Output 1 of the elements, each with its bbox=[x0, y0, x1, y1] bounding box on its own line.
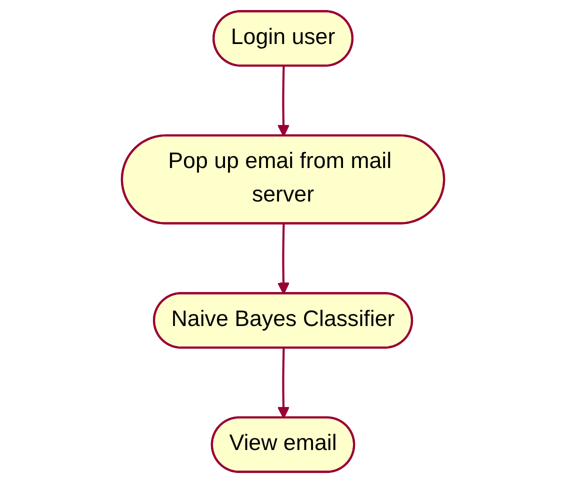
arrow bbox=[277, 224, 290, 294]
